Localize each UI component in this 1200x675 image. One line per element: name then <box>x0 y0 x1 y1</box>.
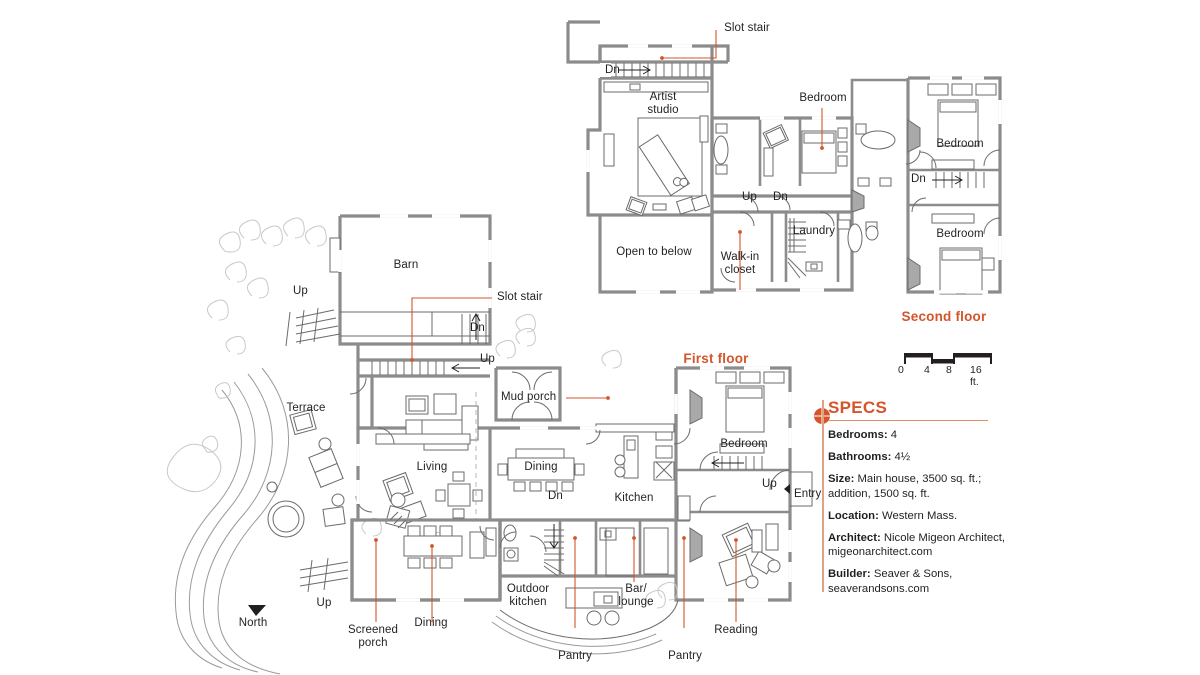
callout-walk-in-closet: Walk-in closet <box>720 251 760 276</box>
room-label-artist-studio: Artist studio <box>647 91 679 116</box>
specs-label-location: Location: <box>828 509 879 522</box>
specs-value-size: Main house, 3500 sq. ft.; addition, 1500… <box>828 473 982 500</box>
stair-marker-dn-right-2f: Dn <box>911 173 926 185</box>
scale-tick-0: 0 <box>898 364 904 376</box>
specs-label-bathrooms: Bathrooms: <box>828 451 892 464</box>
stair-marker-up-porch: Up <box>316 597 332 609</box>
scale-bar-labels: 0 4 8 16 ft. <box>898 364 984 388</box>
specs-value-builder: Seaver & Sons, seaverandsons.com <box>828 568 953 595</box>
room-label-bedroom-2f-upper: Bedroom <box>799 92 847 104</box>
room-label-terrace: Terrace <box>286 402 326 414</box>
room-label-bedroom-2f-right-mid: Bedroom <box>936 138 984 150</box>
stair-marker-up-barn: Up <box>480 353 495 365</box>
room-label-barn: Barn <box>393 259 419 271</box>
specs-value-bedrooms: 4 <box>887 429 898 441</box>
stair-marker-dn-hall-2f: Dn <box>773 191 788 203</box>
scale-tick-16: 16 ft. <box>970 364 982 388</box>
room-label-living: Living <box>416 461 448 473</box>
callout-slot-stair-1f: Slot stair <box>497 291 543 303</box>
scale-bar-graphic <box>904 353 992 364</box>
specs-label-architect: Architect: <box>828 532 881 545</box>
room-label-bar-lounge: Bar/ lounge <box>618 583 654 608</box>
callout-pantry-left: Pantry <box>558 650 592 662</box>
specs-row-bathrooms: Bathrooms: 4½ <box>828 450 1013 464</box>
stair-marker-dn-slot-2f: Dn <box>605 64 620 76</box>
specs-row-builder: Builder: Seaver & Sons, seaverandsons.co… <box>828 567 1013 595</box>
room-label-screened-porch: Screened porch <box>347 624 399 649</box>
specs-divider <box>828 420 988 421</box>
entry-label: Entry <box>794 488 822 500</box>
specs-label-size: Size: <box>828 473 855 486</box>
stair-marker-up-2f: Up <box>742 191 757 203</box>
room-label-reading: Reading <box>714 624 758 636</box>
specs-row-size: Size: Main house, 3500 sq. ft.; addition… <box>828 472 1013 500</box>
stair-marker-dn-barn: Dn <box>470 322 485 334</box>
specs-panel: SPECS Bedrooms: 4 Bathrooms: 4½ Size: Ma… <box>828 398 1013 604</box>
room-label-laundry: Laundry <box>792 225 836 237</box>
callout-mud-porch: Mud porch <box>501 391 557 403</box>
room-label-kitchen: Kitchen <box>614 492 654 504</box>
specs-value-bathrooms: 4½ <box>891 451 911 464</box>
scale-tick-4: 4 <box>924 364 930 376</box>
stair-marker-dn-center: Dn <box>548 490 563 502</box>
scale-tick-8: 8 <box>946 364 952 376</box>
callout-slot-stair-2f: Slot stair <box>724 22 770 34</box>
room-label-bedroom-1f: Bedroom <box>720 438 768 450</box>
north-label: North <box>238 617 268 629</box>
specs-heading: SPECS <box>828 398 888 417</box>
room-label-bedroom-2f-right-lower: Bedroom <box>936 228 984 240</box>
specs-label-bedrooms: Bedrooms: <box>828 429 888 441</box>
specs-row-architect: Architect: Nicole Migeon Architect, mige… <box>828 531 1013 559</box>
stair-marker-up-terrace: Up <box>293 285 308 297</box>
specs-accent-bar <box>822 400 824 592</box>
specs-value-location: Western Mass. <box>878 509 958 522</box>
room-label-outdoor-kitchen: Outdoor kitchen <box>506 583 550 608</box>
room-label-open-to-below: Open to below <box>616 246 692 258</box>
specs-label-builder: Builder: <box>828 568 871 581</box>
first-floor-title: First floor <box>683 351 749 366</box>
north-arrow-icon <box>248 605 266 616</box>
specs-row-location: Location: Western Mass. <box>828 509 1013 523</box>
room-label-dining-porch: Dining <box>414 617 448 629</box>
room-label-dining-interior: Dining <box>524 461 558 473</box>
second-floor-title: Second floor <box>901 309 987 324</box>
callout-pantry-right: Pantry <box>668 650 702 662</box>
specs-row-bedrooms: Bedrooms: 4 <box>828 428 1013 442</box>
specs-value-architect: Nicole Migeon Architect, migeonarchitect… <box>828 532 1006 559</box>
stair-marker-up-entry: Up <box>762 478 777 490</box>
